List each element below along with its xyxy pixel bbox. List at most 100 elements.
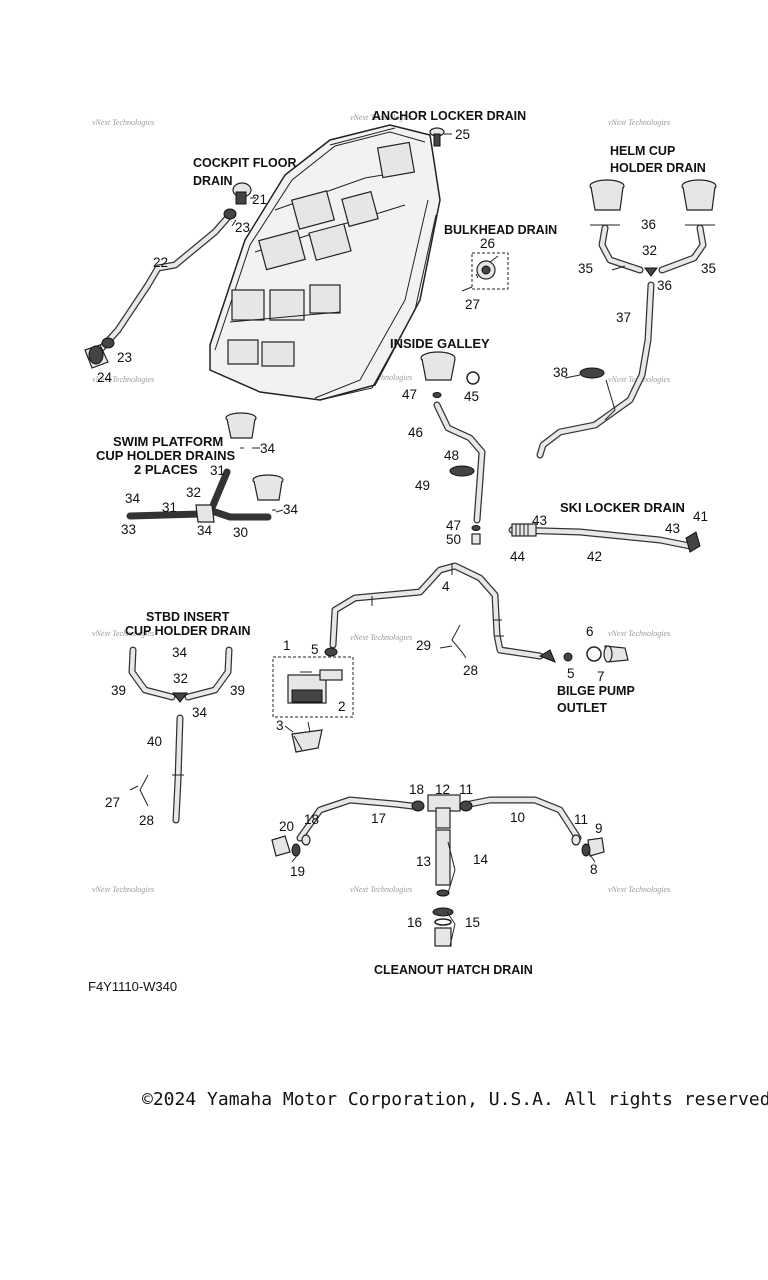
callout: 34 <box>192 705 208 720</box>
callout: 34 <box>260 441 276 456</box>
copyright-notice: ©2024 Yamaha Motor Corporation, U.S.A. A… <box>142 1089 768 1110</box>
callout: 35 <box>701 261 716 276</box>
callout: 32 <box>173 671 188 686</box>
callout: 33 <box>121 522 136 537</box>
callout: 43 <box>532 513 547 528</box>
watermark: vNext Technologies <box>608 885 670 894</box>
watermark: vNext Technologies <box>350 885 412 894</box>
callout: 28 <box>463 663 478 678</box>
stbd-insert-drain-assembly <box>128 646 233 824</box>
callout: 32 <box>642 243 657 258</box>
label-ski-locker-drain: SKI LOCKER DRAIN <box>560 500 685 515</box>
callout: 4 <box>442 579 450 594</box>
callout: 24 <box>97 370 113 385</box>
callout: 38 <box>553 365 568 380</box>
label-cockpit-floor: COCKPIT FLOOR <box>193 156 296 170</box>
cockpit-floor-drain-assembly <box>84 182 256 369</box>
label-cup-holder-drains: CUP HOLDER DRAINS <box>96 448 235 463</box>
callout: 9 <box>595 821 603 836</box>
callout: 23 <box>117 350 132 365</box>
watermark: vNext Technologies <box>350 633 412 642</box>
callout: 34 <box>197 523 213 538</box>
callout: 28 <box>139 813 154 828</box>
callout: 50 <box>446 532 461 547</box>
callout: 46 <box>408 425 423 440</box>
callout: 16 <box>407 915 422 930</box>
callout: 47 <box>446 518 461 533</box>
callout: 25 <box>455 127 470 142</box>
watermark: vNext Technologies <box>608 118 670 127</box>
callout: 30 <box>233 525 248 540</box>
callout: 5 <box>311 642 319 657</box>
callout: 42 <box>587 549 602 564</box>
callout: 34 <box>172 645 188 660</box>
inside-galley-assembly <box>420 351 486 545</box>
callout: 15 <box>465 915 480 930</box>
callout: 23 <box>235 220 250 235</box>
callout: 22 <box>153 255 168 270</box>
callout: 44 <box>510 549 526 564</box>
helm-cup-holder-drain-assembly <box>536 179 717 459</box>
label-bilge-pump: BILGE PUMP <box>557 684 635 698</box>
callout: 17 <box>371 811 386 826</box>
callout: 39 <box>111 683 126 698</box>
callout: 20 <box>279 819 294 834</box>
callout: 2 <box>338 699 346 714</box>
callout: 48 <box>444 448 459 463</box>
ski-locker-drain-assembly <box>508 523 701 553</box>
watermark: vNext Technologies <box>92 375 154 384</box>
bilge-pump-assembly <box>272 562 629 753</box>
callout: 3 <box>276 718 284 733</box>
anchor-locker-drain-assembly <box>429 127 452 147</box>
section-labels: ANCHOR LOCKER DRAIN COCKPIT FLOOR DRAIN … <box>96 109 706 977</box>
callout: 34 <box>125 491 141 506</box>
callout: 36 <box>657 278 672 293</box>
diagram-code: F4Y1110-W340 <box>88 979 178 994</box>
callout: 26 <box>480 236 495 251</box>
label-bilge-pump-outlet: OUTLET <box>557 701 607 715</box>
watermark: vNext Technologies <box>92 629 154 638</box>
callout: 37 <box>616 310 631 325</box>
callout: 31 <box>162 500 177 515</box>
callout: 21 <box>252 192 267 207</box>
callout: 10 <box>510 810 525 825</box>
callout: 31 <box>210 463 225 478</box>
label-helm-cup: HELM CUP <box>610 144 675 158</box>
callout: 43 <box>665 521 680 536</box>
callout: 34 <box>283 502 299 517</box>
callout: 14 <box>473 852 489 867</box>
callout: 49 <box>415 478 430 493</box>
watermark: vNext Technologies <box>350 373 412 382</box>
label-cockpit-drain: DRAIN <box>193 174 233 188</box>
callout: 5 <box>567 666 575 681</box>
boat-hull-illustration <box>209 124 441 401</box>
callout: 27 <box>105 795 120 810</box>
bulkhead-drain-assembly <box>461 252 509 292</box>
watermark: vNext Technologies <box>92 118 154 127</box>
label-stbd-insert: STBD INSERT <box>146 610 230 624</box>
callout: 18 <box>409 782 424 797</box>
callout: 13 <box>416 854 431 869</box>
callout: 12 <box>435 782 450 797</box>
callout: 18 <box>304 812 319 827</box>
label-cleanout-hatch-drain: CLEANOUT HATCH DRAIN <box>374 963 533 977</box>
label-inside-galley: INSIDE GALLEY <box>390 336 490 351</box>
label-two-places: 2 PLACES <box>134 462 198 477</box>
callout: 7 <box>597 669 605 684</box>
callout: 27 <box>465 297 480 312</box>
callout: 8 <box>590 862 598 877</box>
label-bulkhead-drain: BULKHEAD DRAIN <box>444 223 557 237</box>
watermark: vNext Technologies <box>608 629 670 638</box>
callout: 36 <box>641 217 656 232</box>
callout: 19 <box>290 864 305 879</box>
callout: 41 <box>693 509 708 524</box>
callout: 40 <box>147 734 162 749</box>
label-stbd-cup-holder-drain: CUP HOLDER DRAIN <box>125 624 250 638</box>
callout: 11 <box>459 782 473 797</box>
watermark: vNext Technologies <box>350 113 412 122</box>
callout: 6 <box>586 624 594 639</box>
label-anchor-locker-drain: ANCHOR LOCKER DRAIN <box>372 109 526 123</box>
callout: 1 <box>283 638 291 653</box>
label-helm-cup-holder-drain: HOLDER DRAIN <box>610 161 706 175</box>
